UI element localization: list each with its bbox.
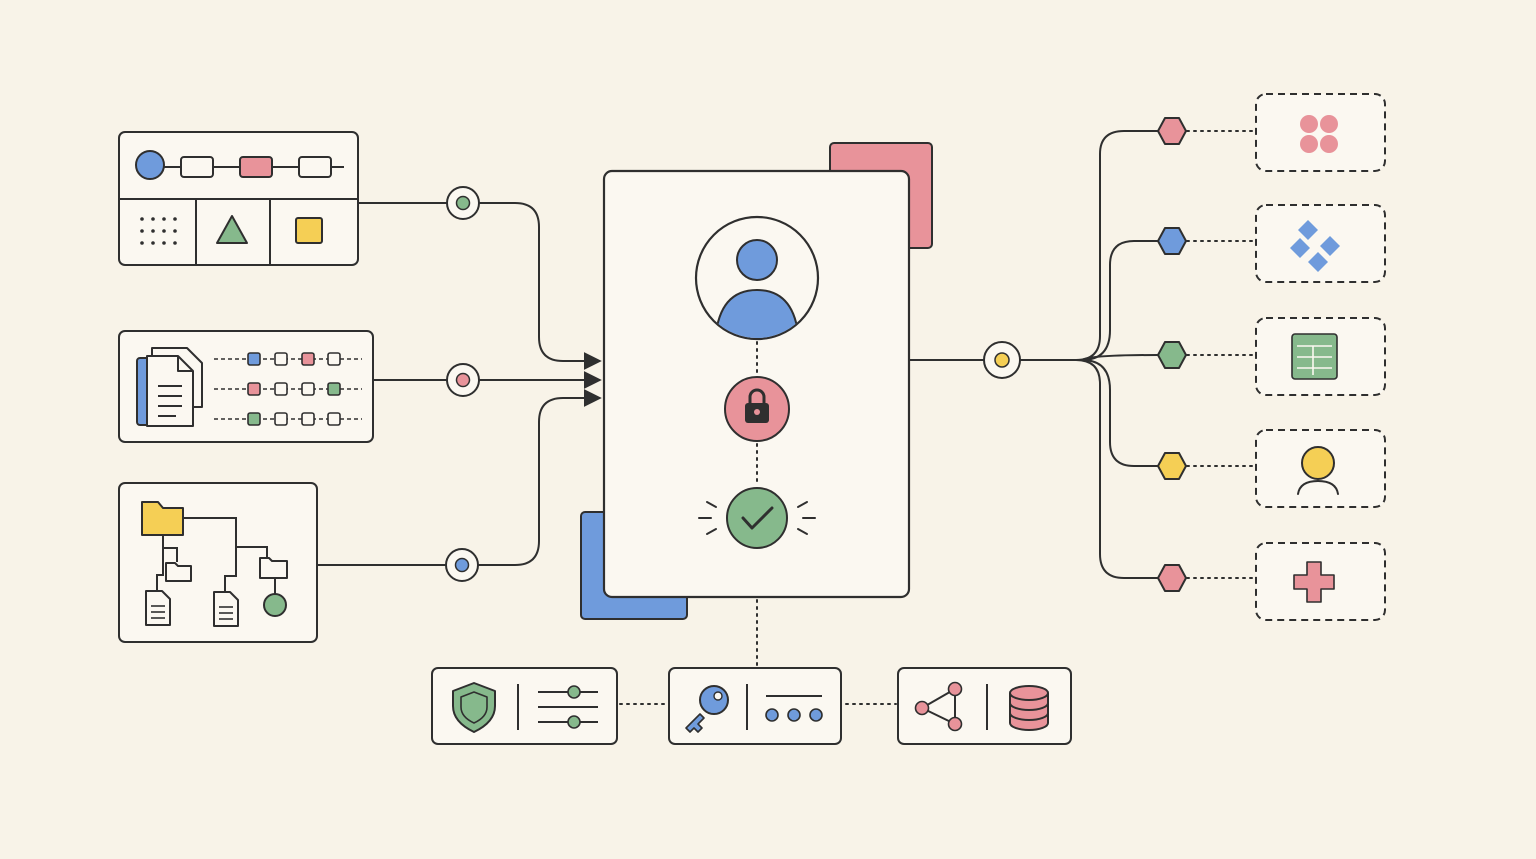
output-card-components[interactable] bbox=[1255, 204, 1386, 283]
square-icon bbox=[295, 217, 323, 244]
database-icon bbox=[1009, 685, 1049, 731]
output-card-health[interactable] bbox=[1255, 542, 1386, 621]
triangle-icon bbox=[216, 215, 248, 244]
service-card-keys[interactable] bbox=[668, 667, 842, 745]
source-card-documents[interactable] bbox=[118, 330, 374, 443]
hexagon-node-yellow[interactable] bbox=[1157, 452, 1187, 480]
connector-folders bbox=[317, 389, 602, 566]
source-connectors bbox=[317, 202, 602, 566]
service-card-data[interactable] bbox=[897, 667, 1072, 745]
check-circle-icon bbox=[698, 487, 816, 549]
source-card-workflow[interactable] bbox=[118, 131, 359, 266]
subfolder-icon bbox=[165, 562, 192, 582]
folder-tree-lines bbox=[156, 517, 276, 594]
output-dotted-links bbox=[1186, 130, 1255, 579]
spreadsheet-icon bbox=[1291, 333, 1338, 380]
subfolder-icon bbox=[259, 557, 288, 579]
source-ports bbox=[445, 186, 480, 582]
user-avatar-icon bbox=[694, 215, 820, 341]
node-circle-icon bbox=[263, 593, 287, 617]
folder-icon bbox=[141, 501, 184, 536]
medical-cross-icon bbox=[1293, 561, 1335, 603]
output-card-user[interactable] bbox=[1255, 429, 1386, 508]
diamond-cluster-icon bbox=[1290, 220, 1340, 272]
sliders-icon bbox=[538, 685, 598, 729]
center-panel[interactable] bbox=[580, 142, 933, 620]
port-folders[interactable] bbox=[445, 548, 479, 582]
file-icon bbox=[213, 591, 239, 627]
password-dots-icon bbox=[765, 695, 823, 722]
source-card-folders[interactable] bbox=[118, 482, 318, 643]
hub-port[interactable] bbox=[983, 341, 1021, 379]
documents-stack-icon bbox=[136, 347, 203, 427]
port-documents[interactable] bbox=[446, 363, 480, 397]
hexagon-node-red[interactable] bbox=[1157, 117, 1187, 145]
output-card-apps[interactable] bbox=[1255, 93, 1386, 172]
user-icon bbox=[1297, 446, 1339, 495]
hexagon-node-red[interactable] bbox=[1157, 564, 1187, 592]
workflow-steps-icon bbox=[135, 150, 344, 180]
connector-workflow bbox=[358, 202, 602, 370]
service-links bbox=[619, 599, 897, 705]
port-workflow[interactable] bbox=[446, 186, 480, 220]
output-nodes bbox=[1157, 117, 1187, 592]
file-icon bbox=[145, 590, 171, 626]
share-network-icon bbox=[914, 681, 963, 732]
hexagon-node-green[interactable] bbox=[1157, 341, 1187, 369]
dot-grid-icon bbox=[140, 217, 177, 245]
key-icon bbox=[685, 685, 729, 733]
padlock-icon bbox=[724, 376, 790, 442]
output-card-spreadsheet[interactable] bbox=[1255, 317, 1386, 396]
field-mapping-icon bbox=[214, 352, 362, 426]
shield-icon bbox=[452, 682, 496, 733]
hexagon-node-blue[interactable] bbox=[1157, 227, 1187, 255]
app-grid-icon bbox=[1300, 115, 1338, 153]
service-card-security[interactable] bbox=[431, 667, 618, 745]
output-branches bbox=[909, 130, 1159, 579]
